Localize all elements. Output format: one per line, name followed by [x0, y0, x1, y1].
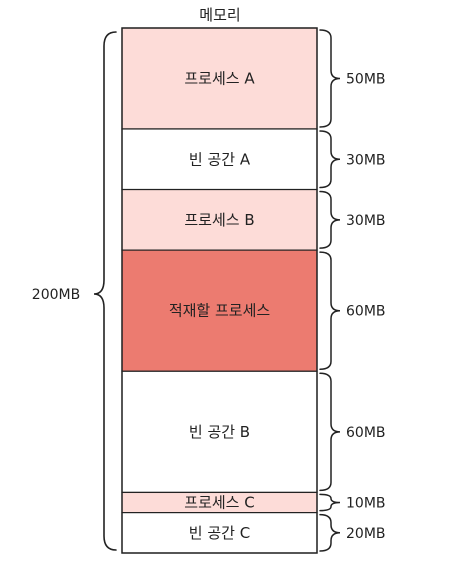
total-brace	[93, 31, 117, 551]
segment-size-label: 10MB	[346, 496, 386, 512]
segment-size-label: 60MB	[346, 425, 386, 441]
segment-brace	[319, 29, 341, 128]
segment-label: 빈 공간 A	[189, 150, 251, 168]
memory-segment	[121, 188, 318, 251]
segment-label: 프로세스 C	[184, 494, 254, 512]
segment-label: 빈 공간 C	[189, 524, 250, 542]
segment-size-label: 20MB	[346, 526, 386, 542]
segment-brace	[319, 513, 341, 552]
memory-title: 메모리	[199, 6, 240, 24]
memory-segments: 프로세스 A 50MB 빈 공간 A 30MB 프로세스 B 30MB 적재할 프로세스 60…	[121, 27, 386, 554]
memory-segment	[121, 370, 318, 494]
memory-segment	[121, 249, 318, 372]
segment-brace	[319, 190, 341, 249]
total-size-label: 200MB	[32, 287, 80, 303]
segment-brace	[319, 251, 341, 371]
segment-label: 프로세스 B	[184, 211, 254, 229]
segment-size-label: 50MB	[346, 71, 386, 87]
segment-brace	[319, 130, 341, 189]
segment-label: 적재할 프로세스	[169, 302, 271, 320]
memory-segment	[121, 27, 318, 130]
segment-size-label: 30MB	[346, 213, 386, 229]
memory-segment	[121, 128, 318, 191]
segment-size-label: 30MB	[346, 152, 386, 168]
segment-size-label: 60MB	[346, 304, 386, 320]
memory-frame	[121, 27, 318, 554]
segment-brace	[319, 372, 341, 492]
segment-label: 빈 공간 B	[189, 423, 250, 441]
segment-label: 프로세스 A	[184, 69, 255, 87]
segment-brace	[319, 493, 341, 512]
